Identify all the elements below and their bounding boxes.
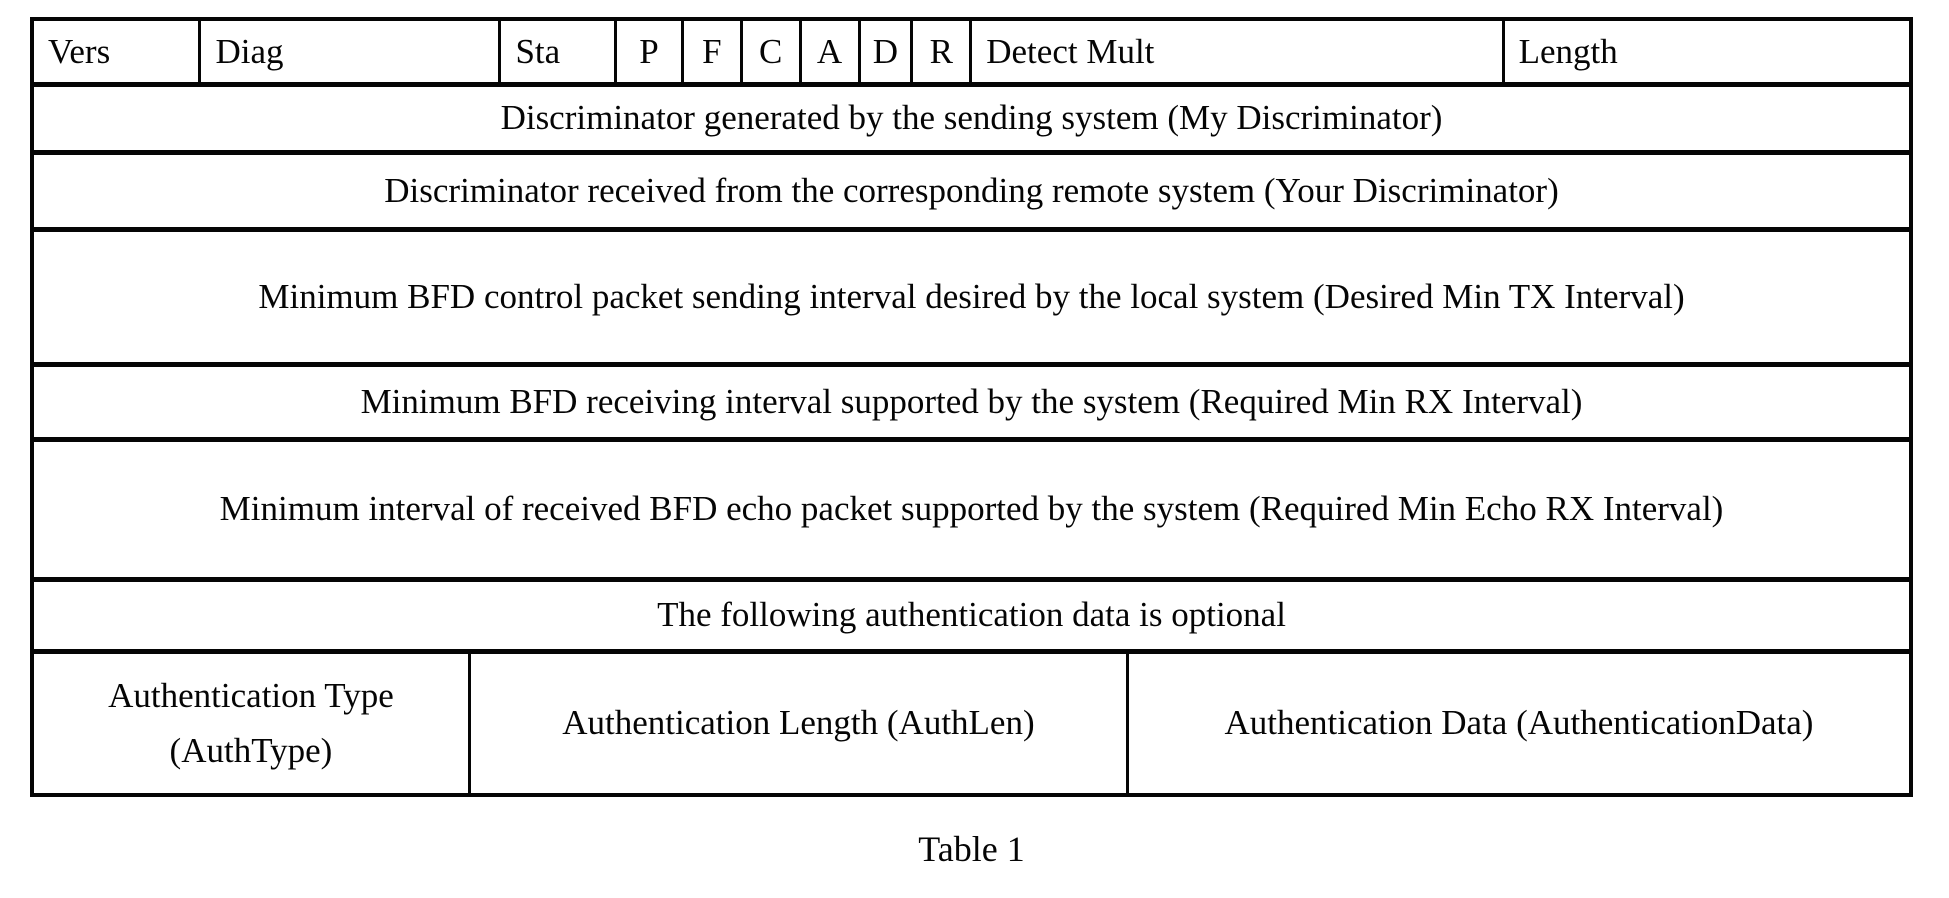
table-row-my-discriminator: Discriminator generated by the sending s…: [34, 87, 1909, 155]
header-cell-detect-mult: Detect Mult: [972, 21, 1505, 82]
bfd-packet-format-table: Vers Diag Sta P F C A D R Detect Mult Le…: [30, 17, 1913, 797]
cell-auth-optional-note: The following authentication data is opt…: [657, 595, 1286, 635]
cell-your-discriminator: Discriminator received from the correspo…: [384, 170, 1559, 210]
header-row: Vers Diag Sta P F C A D R Detect Mult Le…: [34, 21, 1909, 87]
table-row-required-min-echo-rx-interval: Minimum interval of received BFD echo pa…: [34, 442, 1909, 582]
cell-required-min-rx-interval: Minimum BFD receiving interval supported…: [360, 381, 1583, 421]
table-caption: Table 1: [918, 829, 1025, 869]
cell-required-min-echo-rx-interval: Minimum interval of received BFD echo pa…: [219, 489, 1724, 529]
cell-auth-data: Authentication Data (AuthenticationData): [1224, 703, 1814, 743]
header-cell-sta: Sta: [501, 21, 618, 82]
cell-desired-min-tx-interval: Minimum BFD control packet sending inter…: [258, 276, 1685, 316]
table-row-your-discriminator: Discriminator received from the correspo…: [34, 155, 1909, 232]
table-row-desired-min-tx-interval: Minimum BFD control packet sending inter…: [34, 232, 1909, 367]
header-cell-vers: Vers: [34, 21, 202, 82]
header-cell-flag-p: P: [617, 21, 684, 82]
header-cell-diag: Diag: [201, 21, 502, 82]
table-row-required-min-rx-interval: Minimum BFD receiving interval supported…: [34, 367, 1909, 442]
cell-auth-length: Authentication Length (AuthLen): [471, 654, 1129, 793]
header-cell-flag-c: C: [743, 21, 802, 82]
header-cell-flag-a: A: [802, 21, 861, 82]
header-cell-flag-r: R: [913, 21, 973, 82]
header-cell-length: Length: [1518, 32, 1618, 71]
header-cell-flag-d: D: [861, 21, 914, 82]
cell-auth-type: Authentication Type (AuthType): [34, 654, 471, 793]
table-row-auth-optional-note: The following authentication data is opt…: [34, 582, 1909, 654]
header-cell-flag-f: F: [684, 21, 743, 82]
authentication-fields-row: Authentication Type (AuthType) Authentic…: [34, 654, 1909, 793]
cell-my-discriminator: Discriminator generated by the sending s…: [500, 98, 1443, 138]
